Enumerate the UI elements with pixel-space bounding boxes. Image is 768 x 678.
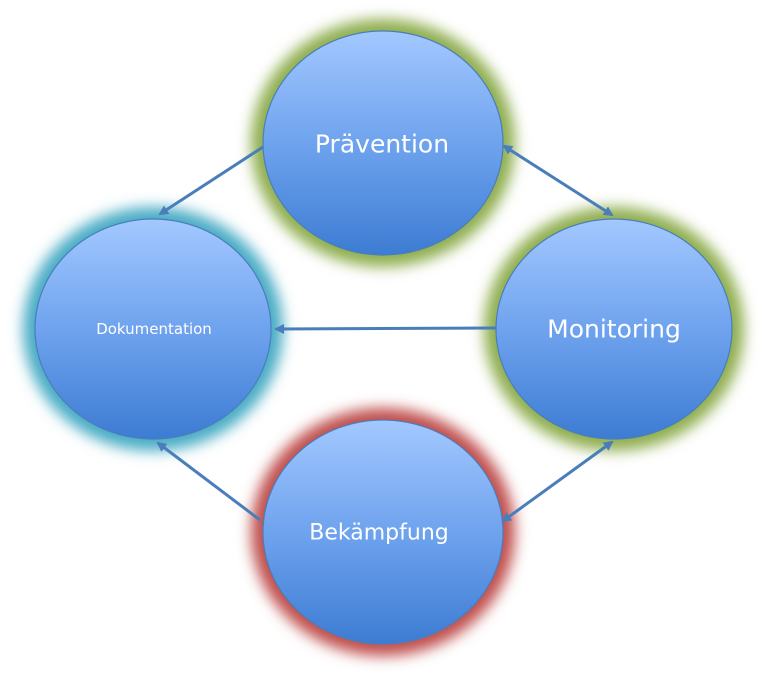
dokumentation-label: Dokumentation <box>96 320 212 338</box>
bekaempfung-label: Bekämpfung <box>309 520 449 546</box>
arrow-praevention-monitoring <box>502 144 614 217</box>
arrow-praevention-dokumentation <box>158 145 264 216</box>
monitoring-label: Monitoring <box>547 314 681 344</box>
praevention-label: Prävention <box>314 129 450 159</box>
arrow-bekaempfung-dokumentation <box>156 441 261 522</box>
arrow-monitoring-dokumentation <box>274 323 497 334</box>
praevention-node[interactable] <box>262 30 504 256</box>
dokumentation-node[interactable] <box>34 218 272 440</box>
arrow-bekaempfung-monitoring <box>501 440 614 523</box>
bekaempfung-node[interactable] <box>262 419 504 645</box>
